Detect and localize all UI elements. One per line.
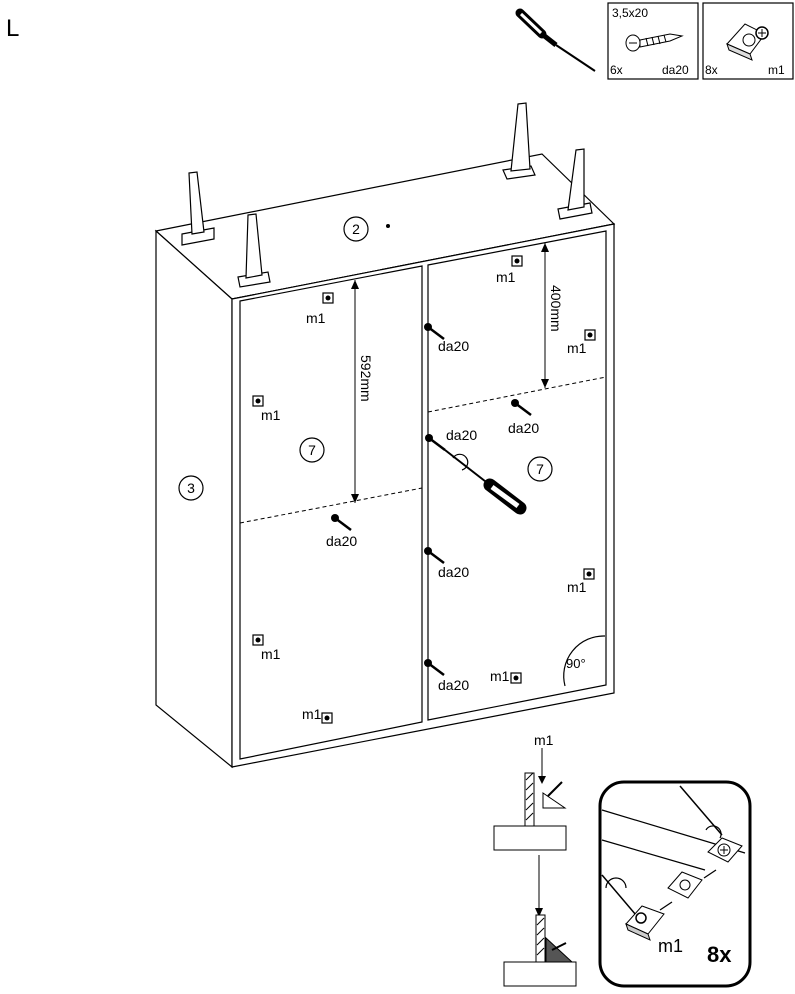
bracket-icon (625, 905, 665, 941)
bracket-marker: m1 (302, 706, 333, 724)
angle-label: 90° (566, 656, 586, 671)
step-letter: L (6, 15, 19, 42)
angle-arc (563, 635, 606, 687)
leg-front-right (557, 148, 593, 220)
legs (181, 102, 593, 288)
bracket-icon (707, 837, 743, 863)
svg-text:da20: da20 (438, 338, 469, 354)
svg-text:m1: m1 (567, 340, 587, 356)
screw-parts-box: 3,5x20 6x da20 (607, 2, 699, 80)
screw-qty: 6x (610, 63, 623, 77)
panel-label-side: 3 (178, 475, 204, 501)
dimension-left: 592mm (351, 280, 374, 503)
hole-marker (386, 224, 390, 228)
bracket-marker: m1 (252, 634, 281, 662)
svg-text:m1: m1 (490, 668, 510, 684)
bracket-qty: 8x (705, 63, 718, 77)
bracket-marker: m1 (567, 568, 595, 595)
screw-icon (625, 33, 684, 52)
svg-text:7: 7 (536, 461, 544, 477)
dimension-right-label: 400mm (548, 285, 564, 332)
svg-text:da20: da20 (508, 420, 539, 436)
screwdriver-in-use-icon (444, 449, 527, 515)
bracket-code: m1 (768, 63, 785, 77)
right-division-line (427, 376, 607, 413)
screw-marker: da20 (422, 545, 469, 580)
back-panel-right (427, 230, 607, 721)
svg-text:m1: m1 (567, 579, 587, 595)
svg-text:m1: m1 (261, 646, 281, 662)
detail-fastener-label: m1 (534, 732, 554, 748)
svg-text:m1: m1 (302, 706, 322, 722)
screw-size-label: 3,5x20 (612, 6, 648, 20)
screw-marker: da20 (326, 512, 357, 549)
inset-multiplier: 8x (707, 942, 732, 967)
screw-marker: da20 (423, 427, 477, 452)
panel-label-back-right: 7 (527, 456, 553, 482)
bracket-detail-before: m1 (493, 732, 567, 917)
leg-back-left (181, 171, 215, 246)
svg-text:da20: da20 (446, 427, 477, 443)
bracket-marker: m1 (567, 329, 596, 356)
bracket-parts-box: 8x m1 (702, 2, 794, 80)
magnified-inset: m1 8x (598, 780, 752, 988)
screwdriver-icon (515, 8, 596, 72)
bracket-marker: m1 (252, 395, 281, 423)
screw-code: da20 (662, 63, 689, 77)
left-division-line (239, 487, 423, 524)
cabinet-drawing (154, 153, 616, 769)
svg-text:da20: da20 (438, 564, 469, 580)
svg-text:da20: da20 (326, 533, 357, 549)
screw-marker: da20 (422, 321, 469, 354)
dimension-right: 400mm (541, 243, 564, 388)
svg-text:m1: m1 (306, 310, 326, 326)
svg-text:da20: da20 (438, 677, 469, 693)
bracket-marker: m1 (496, 255, 523, 285)
leg-back-right (502, 102, 536, 180)
svg-text:7: 7 (308, 442, 316, 458)
bracket-marker: m1 (490, 668, 522, 684)
screw-marker: da20 (508, 397, 539, 436)
bracket-marker: m1 (306, 292, 334, 326)
bracket-icon (726, 23, 769, 61)
inset-fastener-label: m1 (658, 936, 683, 956)
panel-label-top: 2 (343, 216, 369, 242)
screw-marker: da20 (422, 657, 469, 693)
svg-text:m1: m1 (496, 269, 516, 285)
leg-front-left (237, 213, 271, 288)
dimension-left-label: 592mm (358, 355, 374, 402)
svg-text:2: 2 (352, 221, 360, 237)
back-panel-left (239, 265, 423, 760)
svg-text:m1: m1 (261, 407, 281, 423)
bracket-detail-after (503, 914, 577, 987)
panel-label-back-left: 7 (299, 437, 325, 463)
bracket-icon (667, 871, 703, 899)
svg-text:3: 3 (187, 480, 195, 496)
